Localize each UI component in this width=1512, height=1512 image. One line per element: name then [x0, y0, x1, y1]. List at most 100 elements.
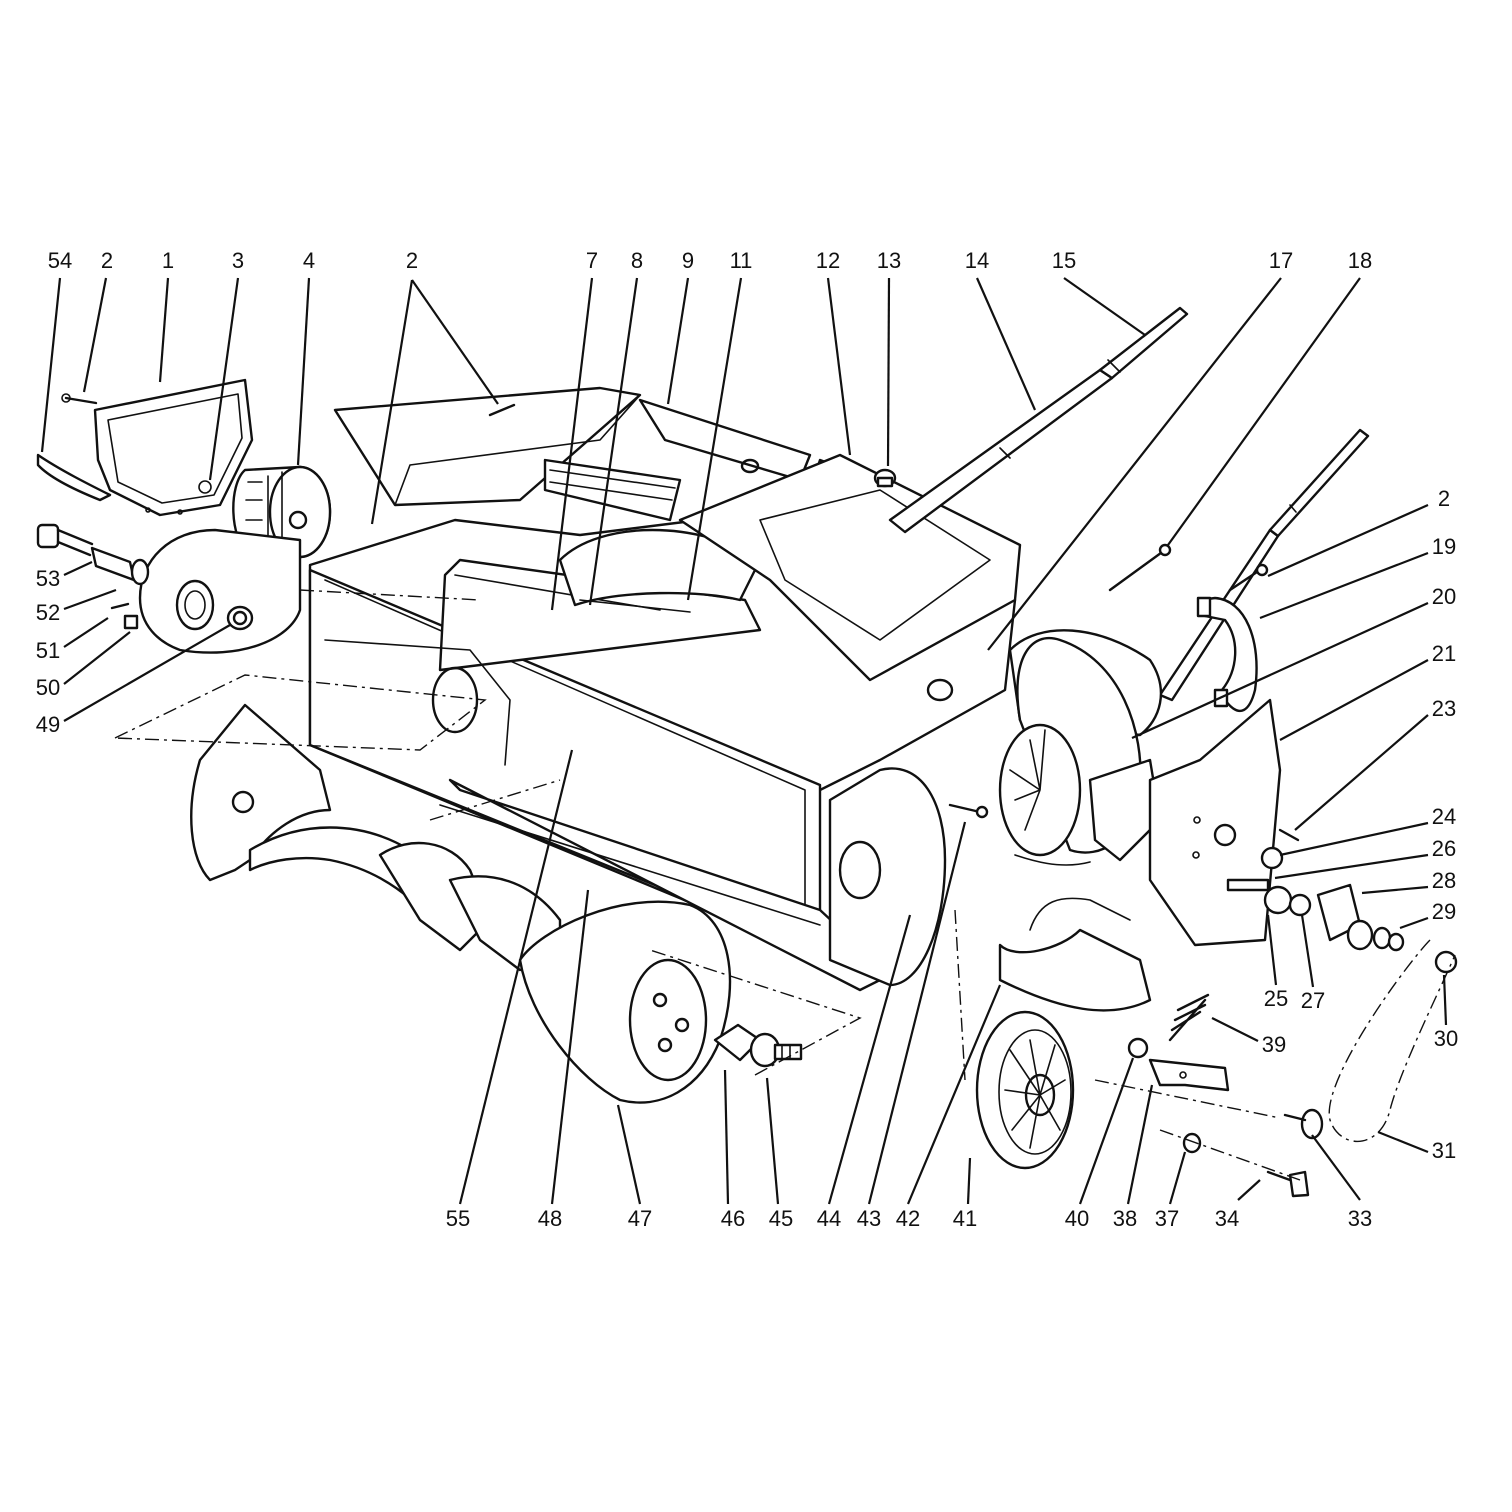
callout-label: 42	[896, 1206, 920, 1231]
callout-label: 33	[1348, 1206, 1372, 1231]
auger-housing-part	[308, 453, 1022, 992]
callout-leader-line	[40, 277, 62, 453]
callout-leader-line	[686, 277, 743, 601]
screw-part	[61, 393, 98, 405]
callout-leader-line	[63, 588, 117, 611]
callout-leader-line	[826, 277, 852, 456]
callout-label: 2	[406, 248, 418, 273]
callout-leader-line	[82, 277, 108, 393]
callout-label: 40	[1065, 1206, 1089, 1231]
callout-51: 51	[36, 617, 109, 663]
callout-leader-line	[906, 984, 1002, 1205]
callout-label: 12	[816, 248, 840, 273]
callout-label: 19	[1432, 534, 1456, 559]
callout-label: 44	[817, 1206, 841, 1231]
callout-43: 43	[857, 821, 967, 1231]
callout-label: 31	[1432, 1138, 1456, 1163]
callout-label: 52	[36, 600, 60, 625]
callout-leader-line	[588, 277, 639, 606]
callout-26: 26	[1274, 836, 1456, 880]
callout-30: 30	[1434, 974, 1458, 1051]
callout-18: 18	[1167, 248, 1372, 546]
callout-label: 2	[101, 248, 113, 273]
callout-leader-line	[966, 1157, 972, 1205]
callout-leader-line	[1274, 853, 1429, 880]
callout-label: 11	[730, 248, 753, 273]
callout-leader-line	[1377, 1130, 1429, 1154]
callout-label: 3	[232, 248, 244, 273]
callout-leader-line	[1259, 551, 1429, 620]
callout-4: 4	[296, 248, 315, 466]
callout-leader-line	[1168, 1151, 1187, 1205]
callout-17: 17	[987, 248, 1293, 651]
callout-13: 13	[877, 248, 901, 467]
callout-label: 46	[721, 1206, 745, 1231]
callout-leader-line	[208, 277, 240, 481]
chute-part	[333, 386, 812, 507]
callout-11: 11	[686, 248, 753, 601]
callout-leader-line	[1126, 1084, 1154, 1205]
callout-leader-line	[296, 277, 311, 466]
callout-14: 14	[965, 248, 1037, 411]
callout-label: 55	[446, 1206, 470, 1231]
callout-label: 23	[1432, 696, 1456, 721]
callout-label: 25	[1264, 986, 1288, 1011]
callout-label: 13	[877, 248, 901, 273]
callout-leader-line	[63, 561, 93, 576]
callout-label: 41	[953, 1206, 977, 1231]
callout-52: 52	[36, 588, 117, 625]
wheel-pulley-part	[975, 1010, 1075, 1170]
callout-leader-line	[1311, 1134, 1361, 1201]
callout-leader-line	[1131, 601, 1429, 740]
callout-label: 26	[1432, 836, 1456, 861]
callout-label: 49	[36, 712, 60, 737]
callout-39: 39	[1211, 1017, 1286, 1057]
callout-leader-line	[411, 279, 499, 405]
callout-leader-line	[1361, 885, 1429, 895]
screws-part	[948, 543, 1269, 819]
callout-28: 28	[1361, 868, 1456, 895]
callout-leader-line	[158, 277, 170, 383]
callout-label: 45	[769, 1206, 793, 1231]
callout-label: 9	[682, 248, 694, 273]
callout-label: 15	[1052, 248, 1076, 273]
callout-label: 38	[1113, 1206, 1137, 1231]
callout-label: 37	[1155, 1206, 1179, 1231]
callout-label: 4	[303, 248, 315, 273]
callout-31: 31	[1377, 1130, 1456, 1163]
callout-53: 53	[36, 561, 93, 591]
callout-label: 14	[965, 248, 989, 273]
callout-leader-line	[1078, 1057, 1135, 1205]
callout-label: 51	[36, 638, 60, 663]
callout-46: 46	[721, 1069, 745, 1231]
callout-8: 8	[588, 248, 643, 606]
side-plate-part	[138, 528, 302, 654]
callout-leader-line	[1266, 914, 1278, 986]
callout-50: 50	[36, 631, 131, 700]
callout-24: 24	[1279, 804, 1456, 857]
callout-leader-line	[1279, 821, 1429, 857]
callout-44: 44	[817, 914, 912, 1231]
callout-label: 20	[1432, 584, 1456, 609]
callout-leader-line	[63, 631, 131, 685]
callout-47: 47	[616, 1104, 652, 1231]
bolt-part	[713, 1023, 803, 1068]
reference-lines	[114, 589, 1301, 1181]
callout-55: 55	[446, 749, 574, 1231]
callout-40: 40	[1065, 1057, 1135, 1231]
callout-label: 27	[1301, 988, 1325, 1013]
chute-screw	[488, 403, 516, 417]
callout-leader-line	[1063, 277, 1146, 336]
callout-21: 21	[1279, 641, 1456, 741]
callout-leader-line	[616, 1104, 642, 1205]
callout-37: 37	[1155, 1151, 1187, 1231]
drive-parts	[1226, 828, 1458, 974]
callout-9: 9	[666, 248, 694, 405]
callout-42: 42	[896, 984, 1002, 1231]
lower-housing-part	[998, 897, 1152, 1012]
callout-leader-line	[975, 277, 1037, 411]
callout-leader-line	[550, 889, 590, 1205]
callout-3: 3	[208, 248, 244, 481]
callout-49: 49	[36, 624, 231, 737]
